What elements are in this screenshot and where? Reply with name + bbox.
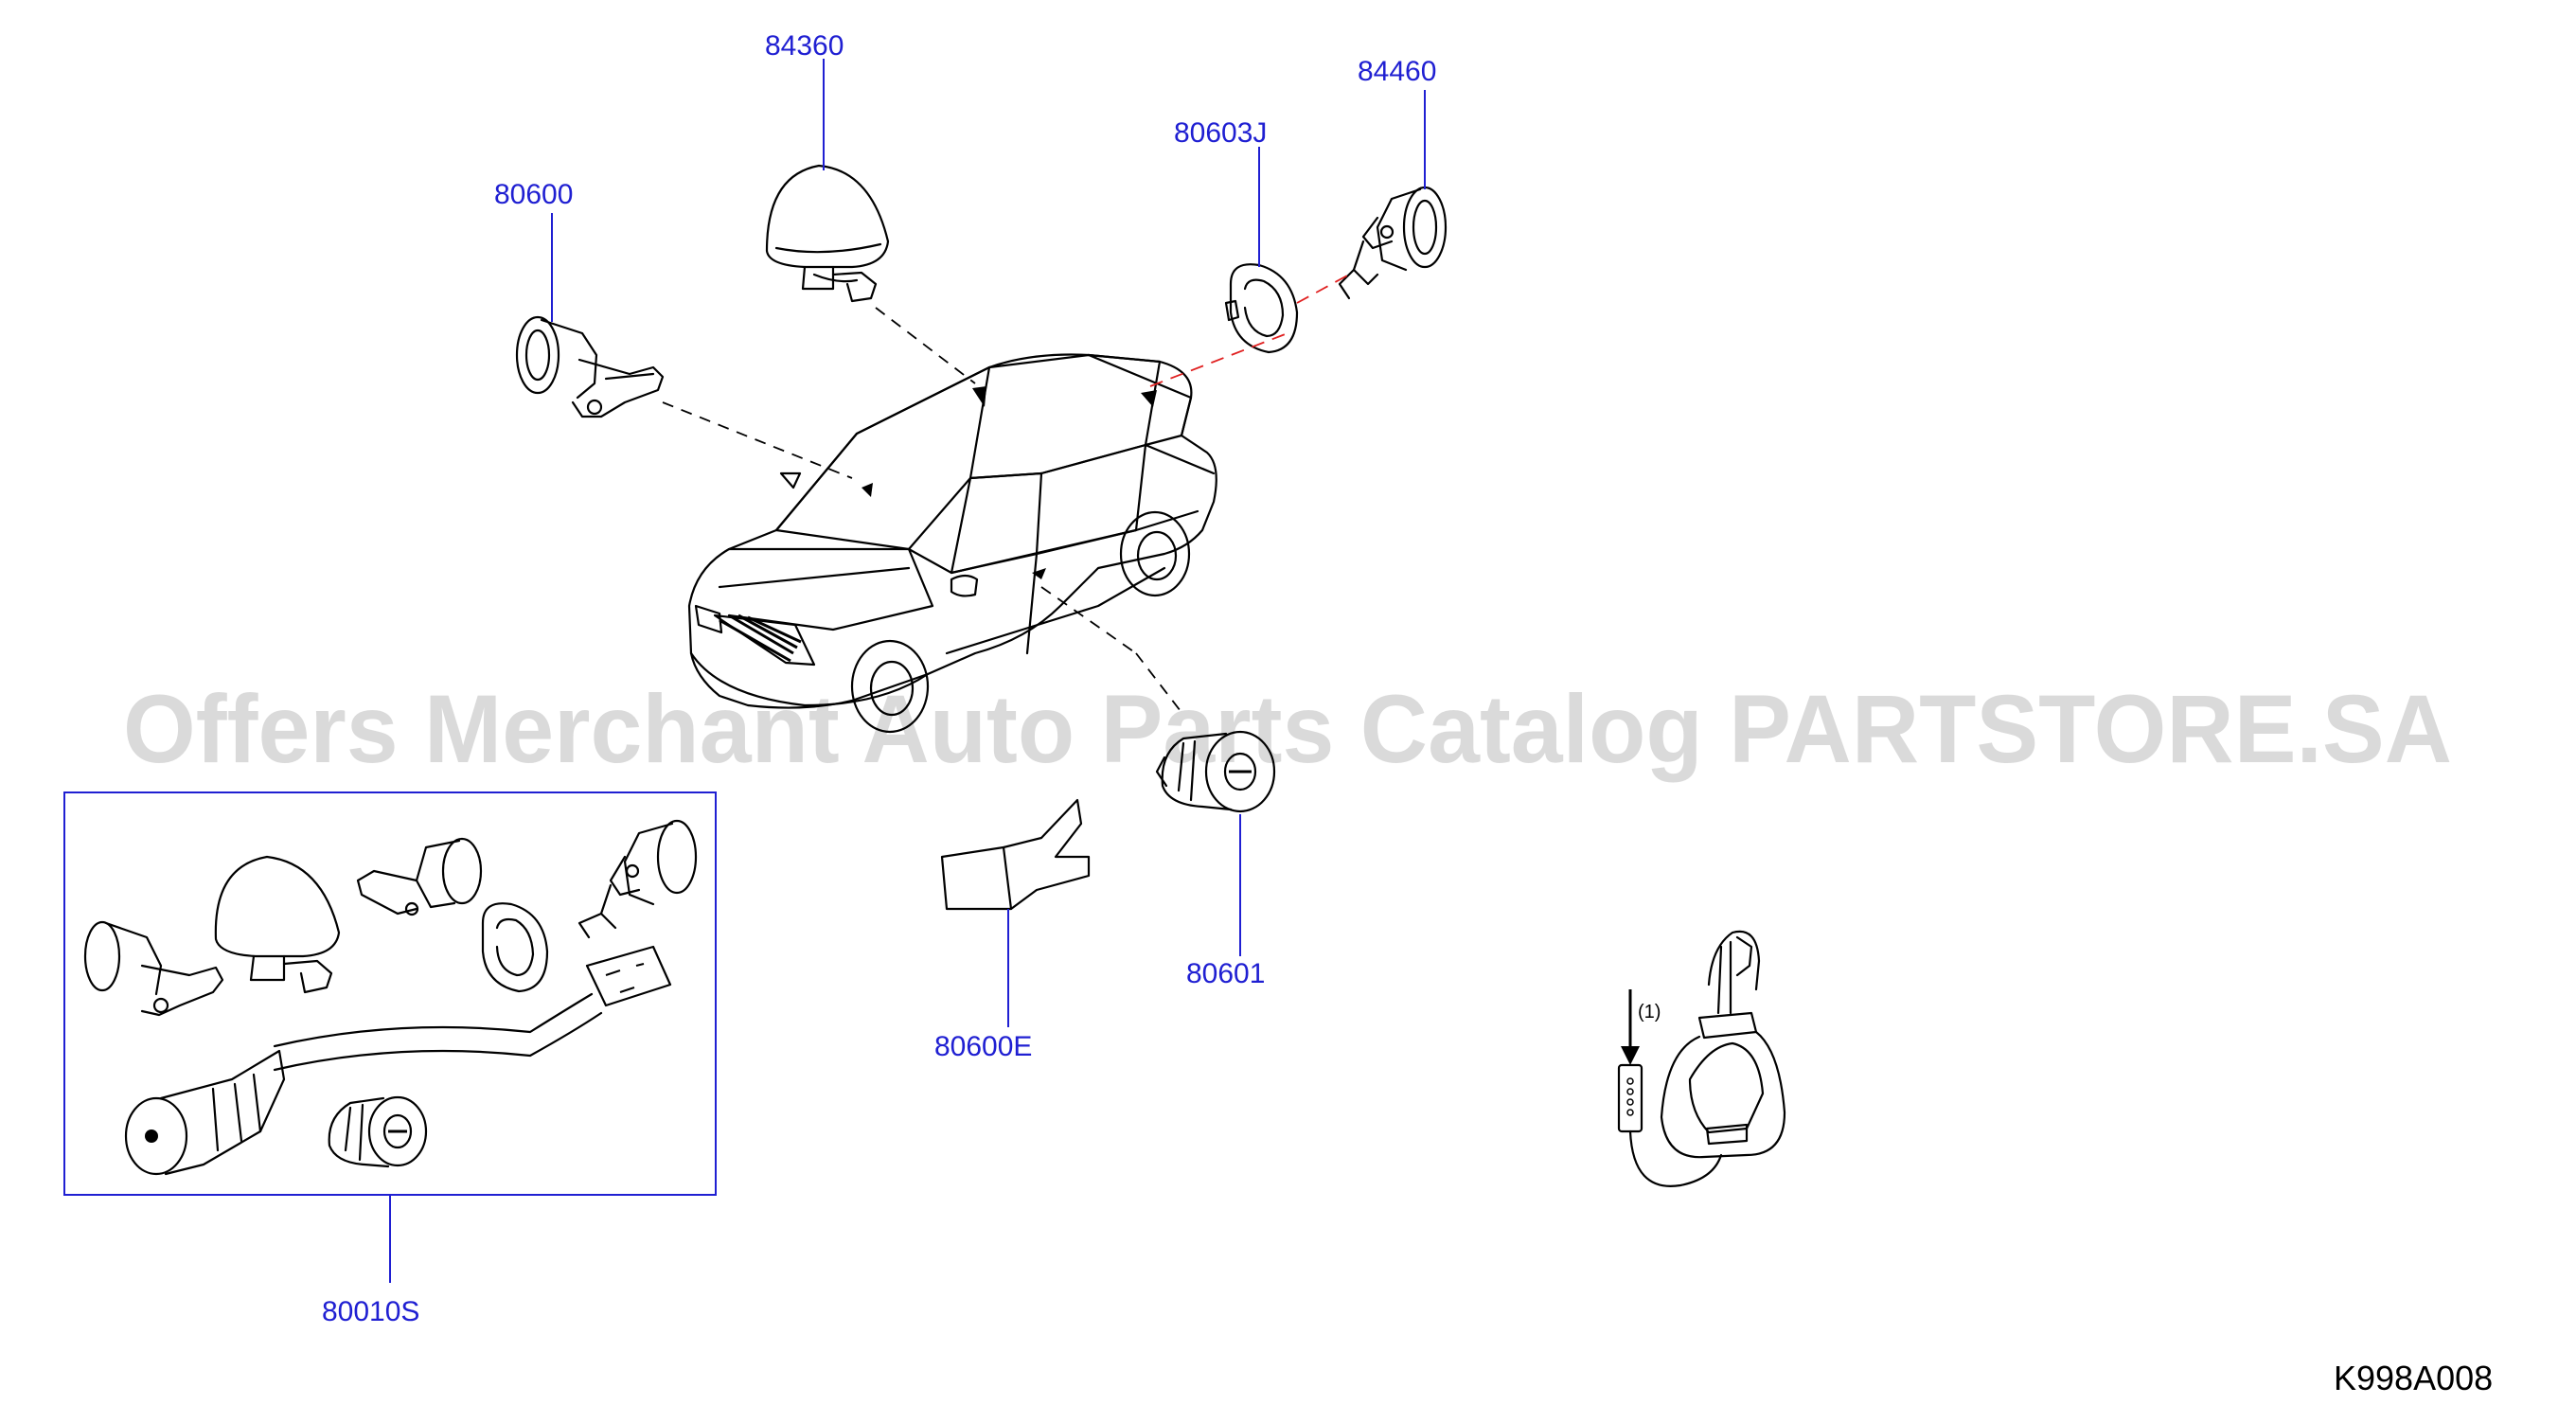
kit-small-cylinder xyxy=(328,1095,428,1168)
car-illustration xyxy=(687,353,1217,734)
label-84360[interactable]: 84360 xyxy=(765,30,844,62)
kit-ignition-cylinder xyxy=(124,1049,286,1176)
kit-trunk-lock xyxy=(577,819,698,939)
label-80600e[interactable]: 80600E xyxy=(934,1031,1032,1062)
part-80600e-cover[interactable] xyxy=(940,798,1091,911)
part-84460-trunk-lock[interactable] xyxy=(1338,186,1448,300)
part-84360-fuel-cap[interactable] xyxy=(765,164,890,303)
diagram-code: K998A008 xyxy=(2334,1359,2493,1397)
kit-door-lock xyxy=(83,920,224,1017)
watermark-text: Offers Merchant Auto Parts Catalog PARTS… xyxy=(123,675,2452,783)
label-80010s[interactable]: 80010S xyxy=(322,1296,419,1327)
part-80600-door-lock[interactable] xyxy=(515,315,665,418)
part-80601-lock-cylinder[interactable] xyxy=(1155,730,1276,813)
kit-small-lock xyxy=(356,837,483,916)
key-note: (1) xyxy=(1638,1002,1661,1023)
part-key-with-tag[interactable] xyxy=(1617,930,1786,1187)
leader-lines xyxy=(389,59,1426,1283)
kit-ring xyxy=(481,902,549,993)
kit-80010s-box[interactable] xyxy=(63,791,717,1196)
kit-harness-connector xyxy=(273,945,672,1072)
label-84460[interactable]: 84460 xyxy=(1358,56,1436,87)
label-80601[interactable]: 80601 xyxy=(1186,958,1265,989)
label-80600[interactable]: 80600 xyxy=(494,179,573,210)
part-80603j-ring[interactable] xyxy=(1224,263,1299,354)
kit-fuel-cap xyxy=(214,855,341,994)
car-front-wheel xyxy=(850,639,930,734)
car-grille xyxy=(713,614,816,667)
label-80603j[interactable]: 80603J xyxy=(1174,117,1267,149)
car-rear-wheel xyxy=(1119,510,1191,597)
guide-lines xyxy=(662,274,1350,716)
